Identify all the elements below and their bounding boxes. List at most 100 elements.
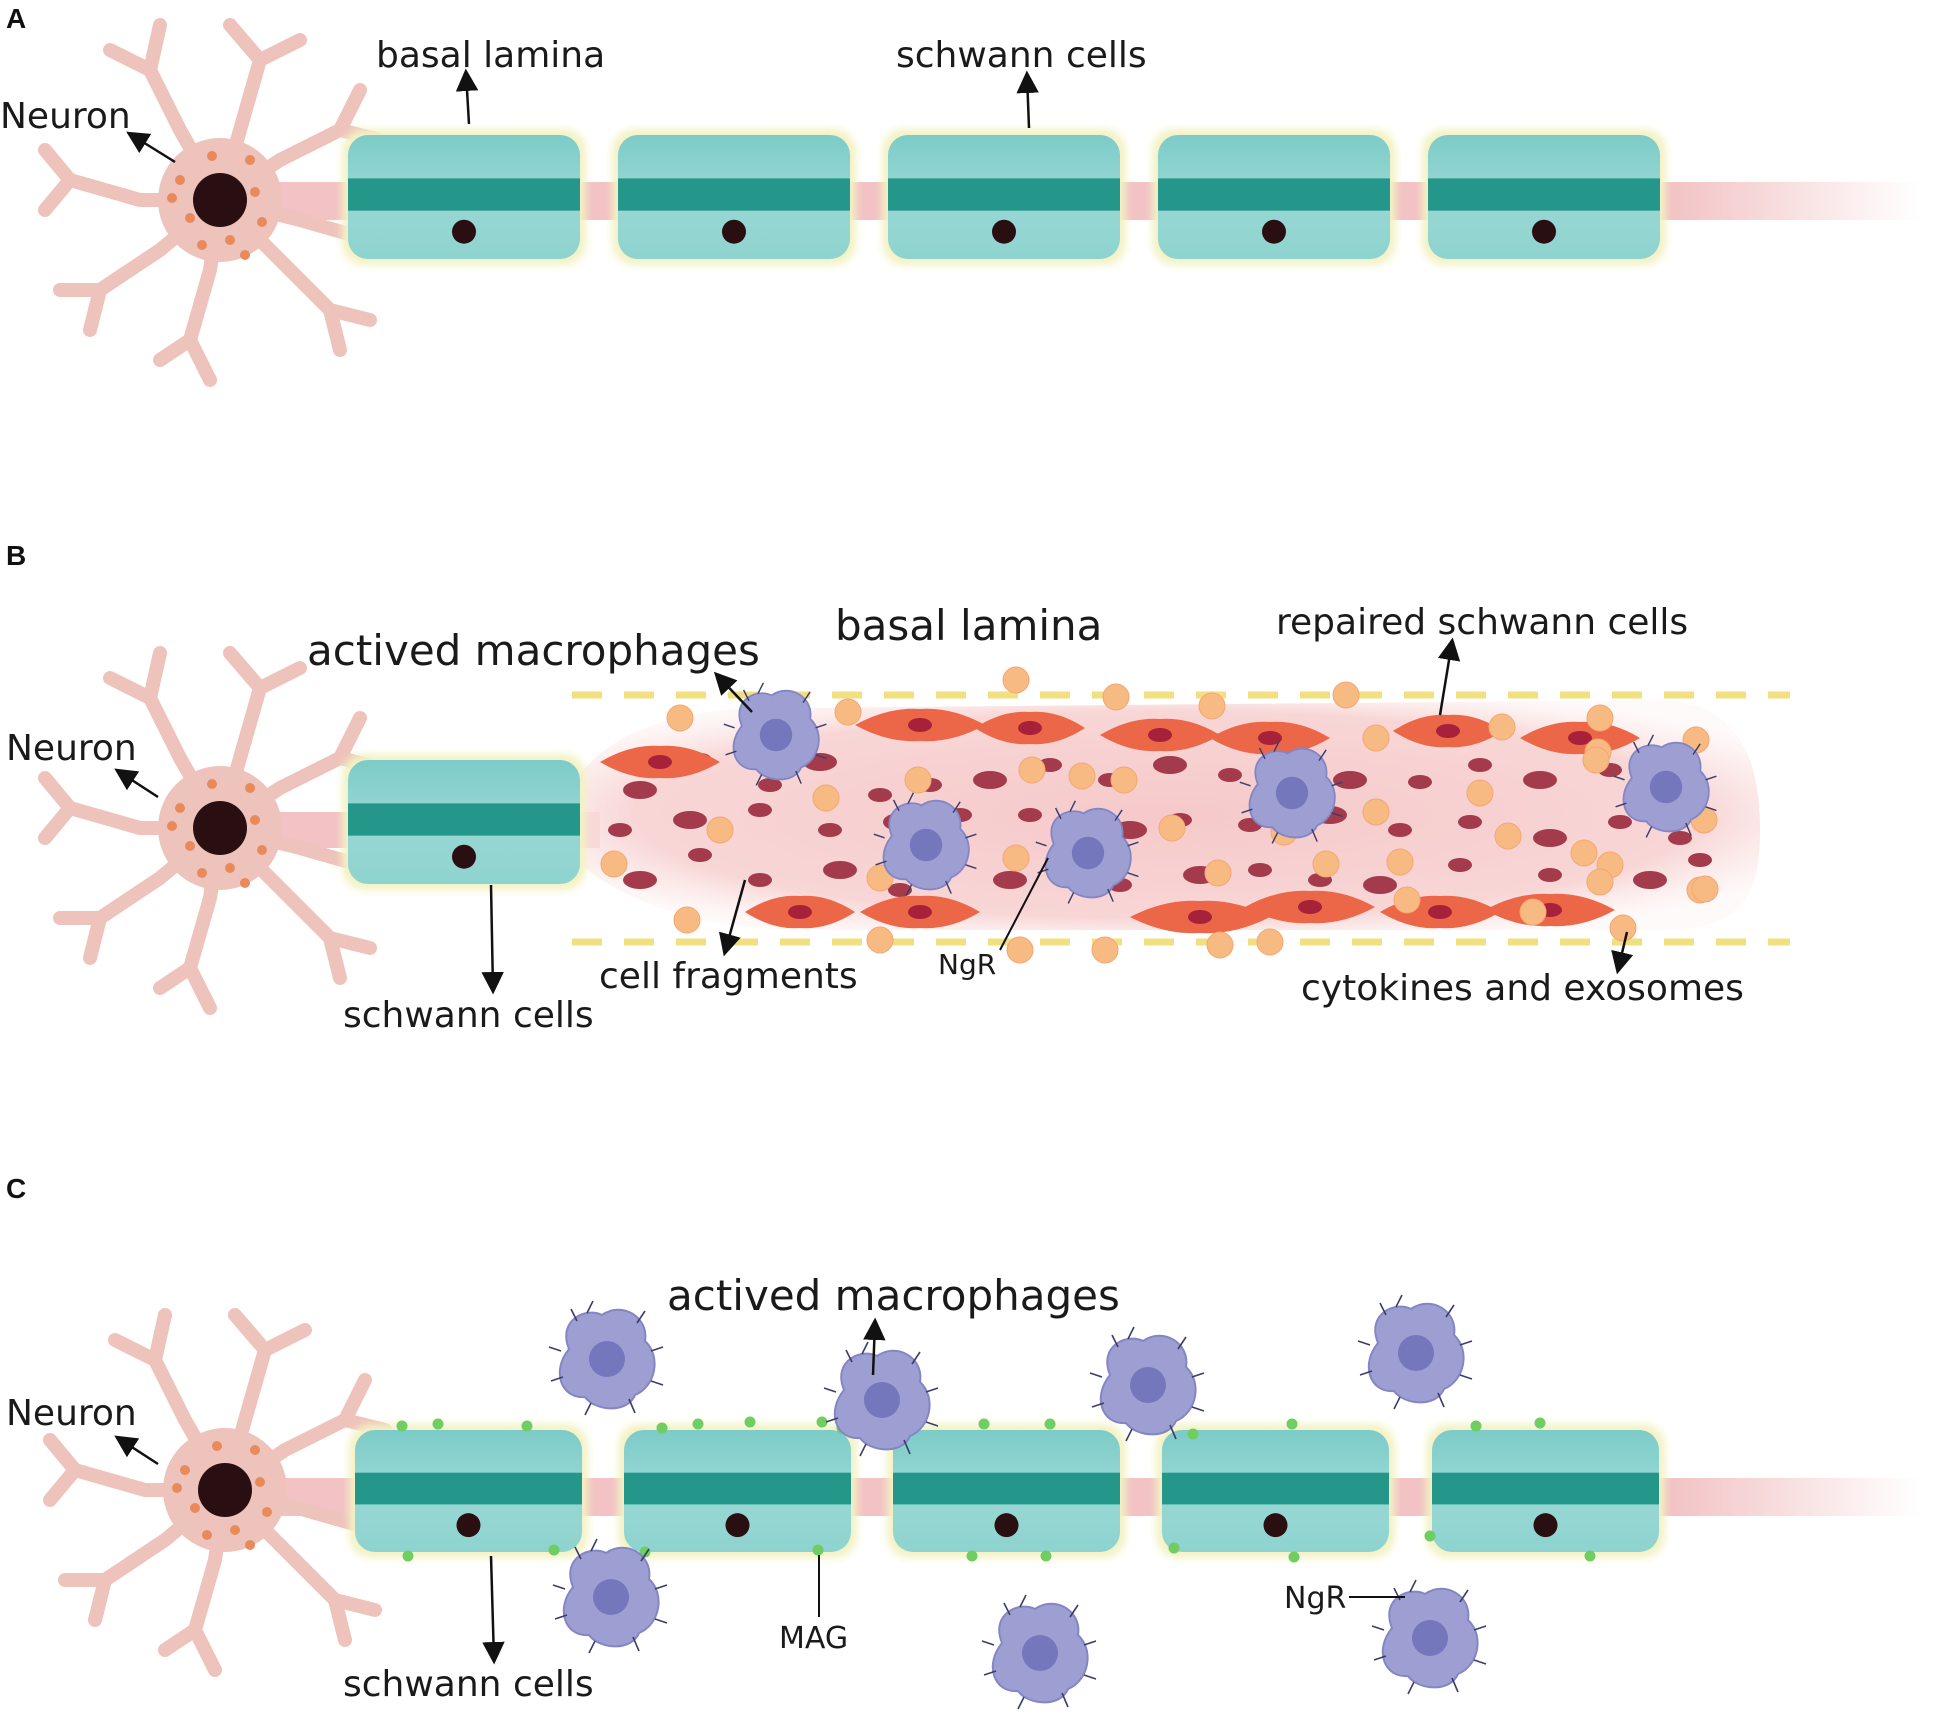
cytokine-icon bbox=[1204, 859, 1232, 887]
macrophage-nucleus bbox=[1022, 1635, 1058, 1671]
schwann-cell-row bbox=[349, 1424, 1665, 1558]
macrophage-receptor bbox=[1258, 747, 1266, 760]
cell-fragment-icon bbox=[758, 778, 782, 792]
macrophage-receptor bbox=[1393, 1396, 1401, 1410]
macrophage-receptor bbox=[815, 723, 827, 729]
neuron-vesicle bbox=[245, 155, 255, 165]
neuron-vesicle bbox=[245, 783, 255, 793]
macrophage-receptor bbox=[875, 860, 887, 866]
repaired-schwann-cell-icon bbox=[745, 895, 855, 929]
cytokine-icon bbox=[1002, 844, 1030, 872]
macrophage-group bbox=[548, 1294, 1487, 1710]
macrophage-receptor bbox=[584, 1402, 592, 1416]
cytokine-icon bbox=[1102, 683, 1130, 711]
macrophage-receptor bbox=[570, 1308, 578, 1322]
macrophage-receptor bbox=[1632, 741, 1640, 754]
mag-dot-icon bbox=[1040, 1550, 1052, 1562]
schwann-cells-label: schwann cells bbox=[343, 995, 594, 1036]
macrophage-receptor bbox=[640, 1548, 650, 1562]
neuron-vesicle bbox=[207, 151, 217, 161]
macrophage-receptor bbox=[1054, 807, 1062, 820]
macrophage-receptor bbox=[628, 1398, 636, 1414]
neuron-vesicle bbox=[180, 1465, 190, 1475]
cytokine-icon bbox=[1519, 898, 1547, 926]
macrophage-receptor bbox=[1037, 868, 1049, 874]
macrophage-nucleus bbox=[909, 828, 943, 862]
repaired-schwann-cells-label: repaired schwann cells bbox=[1276, 602, 1688, 643]
cytokine-icon bbox=[1570, 839, 1598, 867]
schwann-cell-icon bbox=[612, 129, 856, 265]
repaired-schwann-nucleus bbox=[1018, 721, 1042, 735]
schwann-cells-label: schwann cells bbox=[896, 35, 1147, 76]
macrophage-receptor bbox=[1395, 1294, 1403, 1308]
schwann-cell-icon bbox=[349, 1424, 588, 1558]
macrophage-receptor bbox=[911, 1351, 921, 1365]
cell-fragment-icon bbox=[1448, 858, 1472, 872]
macrophage-receptor bbox=[1379, 1302, 1387, 1316]
schwann-cell-icon bbox=[882, 129, 1126, 265]
schwann-cell-myelin-band bbox=[1162, 1472, 1389, 1505]
neuron-vesicle bbox=[250, 1445, 260, 1455]
cell-fragment-icon bbox=[1533, 829, 1567, 847]
cytokines-and-exosomes-label: cytokines and exosomes bbox=[1301, 968, 1744, 1009]
neuron-nucleus bbox=[193, 173, 247, 227]
macrophage-receptor bbox=[1083, 1674, 1097, 1680]
neuron-vesicle bbox=[172, 1483, 182, 1493]
macrophage-icon bbox=[1371, 1579, 1487, 1695]
cell-fragment-icon bbox=[1458, 815, 1482, 829]
macrophage-nucleus bbox=[1649, 770, 1683, 804]
neuron-icon bbox=[38, 18, 387, 387]
macrophage-receptor bbox=[1111, 1334, 1119, 1348]
mag-dot-icon bbox=[521, 1420, 533, 1432]
macrophage-nucleus bbox=[1130, 1367, 1166, 1403]
neuron-vesicle bbox=[167, 821, 177, 831]
macrophage-receptor bbox=[1241, 808, 1253, 814]
cytokine-icon bbox=[1362, 724, 1390, 752]
cell-fragment-icon bbox=[1523, 771, 1557, 789]
cell-fragments-arrow bbox=[718, 879, 747, 957]
macrophage-receptor bbox=[823, 1387, 837, 1393]
macrophage-receptor bbox=[1459, 1340, 1473, 1346]
macrophage-receptor bbox=[905, 884, 913, 896]
neuron-vesicle bbox=[250, 815, 260, 825]
macrophage-receptor bbox=[574, 1546, 582, 1560]
macrophage-receptor bbox=[925, 1421, 939, 1427]
macrophage-receptor bbox=[1407, 1681, 1415, 1695]
macrophage-receptor bbox=[554, 1614, 568, 1620]
neuron-icon bbox=[38, 646, 387, 1015]
macrophage-nucleus bbox=[1071, 836, 1105, 870]
neuron-vesicle bbox=[197, 240, 207, 250]
neuron-vesicle bbox=[190, 1503, 200, 1513]
macrophage-receptor bbox=[1331, 781, 1343, 787]
repaired-schwann-cell-icon bbox=[1100, 718, 1220, 752]
macrophage-receptor bbox=[1083, 1640, 1097, 1646]
mag-dot-icon bbox=[744, 1416, 756, 1428]
cell-fragment-icon bbox=[823, 861, 857, 879]
macrophage-receptor bbox=[825, 1417, 839, 1423]
neuron-arrow bbox=[126, 131, 176, 164]
schwann-cell-myelin-band bbox=[893, 1472, 1120, 1505]
macrophage-receptor bbox=[1647, 734, 1655, 746]
repaired-schwann-nucleus bbox=[1436, 724, 1460, 738]
neuron-vesicle bbox=[225, 863, 235, 873]
cell-fragment-icon bbox=[1688, 853, 1712, 867]
cell-fragment-icon bbox=[818, 823, 842, 837]
macrophage-receptor bbox=[1177, 1336, 1187, 1350]
macrophage-nucleus bbox=[1412, 1620, 1448, 1656]
cell-fragment-icon bbox=[623, 781, 657, 799]
neuron-vesicle bbox=[257, 217, 267, 227]
mag-dot-icon bbox=[1286, 1418, 1298, 1430]
macrophage-receptor bbox=[1437, 1392, 1445, 1408]
cytokine-icon bbox=[706, 816, 734, 844]
schwann-cell-icon bbox=[342, 129, 586, 265]
panel-b: B Neuron actived macrophages basal lamin… bbox=[6, 540, 1790, 1036]
cytokine-icon bbox=[1494, 822, 1522, 850]
mag-dot-icon bbox=[812, 1544, 824, 1556]
macrophage-nucleus bbox=[593, 1579, 629, 1615]
macrophage-icon bbox=[1357, 1294, 1473, 1410]
macrophage-receptor bbox=[1067, 892, 1075, 904]
macrophage-nucleus bbox=[589, 1341, 625, 1377]
macrophage-receptor bbox=[1705, 775, 1717, 781]
macrophage-receptor bbox=[650, 1380, 664, 1386]
mag-dot-icon bbox=[1288, 1551, 1300, 1563]
